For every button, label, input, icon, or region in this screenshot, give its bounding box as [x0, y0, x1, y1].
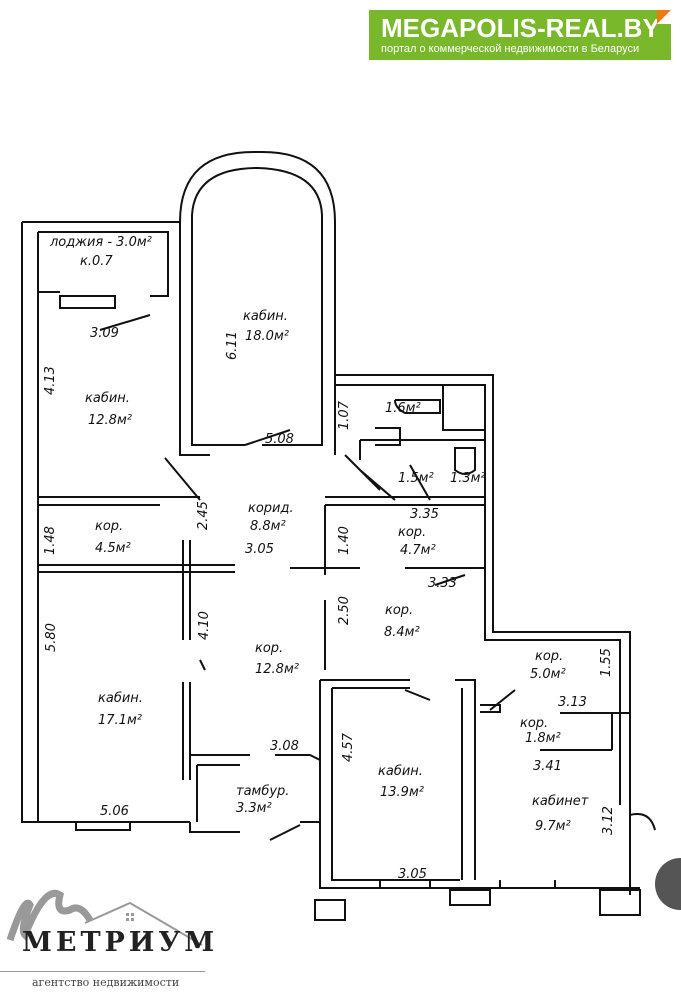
banner-title: MEGAPOLIS-REAL.BY	[381, 13, 660, 43]
wc-area-2: 1.5м²	[398, 471, 434, 486]
dim: 3.09	[90, 326, 119, 341]
room-label-cor-12-8: кор.	[255, 641, 283, 656]
dim: 3.13	[558, 695, 587, 710]
dim: 1.55	[599, 648, 614, 677]
banner-subtitle: портал о коммерческой недвижимости в Бел…	[381, 43, 640, 55]
room-label-cor-8-4: кор.	[385, 603, 413, 618]
room-area-cabinet-18: 18.0м²	[245, 329, 289, 344]
room-label-cabinet-17: кабин.	[98, 691, 143, 706]
room-area-cor-1-8: 1.8м²	[525, 731, 561, 746]
room-area-tambour: 3.3м²	[236, 801, 272, 816]
room-area-cor-5: 5.0м²	[530, 667, 566, 682]
room-area-cor-4-5: 4.5м²	[95, 541, 131, 556]
dim: 1.07	[337, 400, 352, 430]
dim: 3.33	[428, 576, 457, 591]
dim: 4.13	[43, 366, 58, 395]
dim: 2.50	[337, 596, 352, 625]
dim: 3.35	[410, 507, 439, 522]
room-label-cabinet-9: кабинет	[532, 794, 589, 809]
dim: 3.05	[245, 542, 274, 557]
wc-area-1: 1.6м²	[385, 401, 421, 416]
room-area-cabinet-17: 17.1м²	[98, 713, 142, 728]
logo-divider	[0, 971, 205, 972]
dim: 3.05	[398, 867, 427, 882]
banner-corner-icon	[657, 10, 671, 24]
dim: 5.06	[100, 804, 129, 819]
walls	[21, 150, 656, 921]
room-area-cabinet-9: 9.7м²	[535, 819, 571, 834]
room-area-cor-4-7: 4.7м²	[400, 543, 436, 558]
dim: 3.41	[533, 759, 562, 774]
room-label-cabinet-12: кабин.	[85, 391, 130, 406]
room-area-cor-12-8: 12.8м²	[255, 662, 299, 677]
room-label-corridor: корид.	[248, 501, 294, 516]
dim: 1.40	[337, 526, 352, 555]
dim: 2.45	[196, 501, 211, 530]
room-area-cor-8-4: 8.4м²	[384, 625, 420, 640]
megapolis-banner[interactable]: MEGAPOLIS-REAL.BY портал о коммерческой …	[369, 10, 671, 60]
dim: 4.57	[341, 732, 356, 762]
room-label-cor-4-7: кор.	[398, 525, 426, 540]
dim: 6.11	[225, 331, 240, 360]
room-label-cor-4-5: кор.	[95, 519, 123, 534]
room-label-cabinet-13: кабин.	[378, 764, 423, 779]
dim: 1.48	[43, 526, 58, 555]
room-area-cabinet-13: 13.9м²	[380, 785, 424, 800]
room-label-cabinet-18: кабин.	[243, 309, 288, 324]
dim: 3.12	[601, 806, 616, 835]
room-label-cor-1-8: кор.	[520, 716, 548, 731]
room-label-cor-5: кор.	[535, 649, 563, 664]
room-label-loggia: лоджия - 3.0м²	[49, 235, 152, 250]
metrium-logo: МЕТРИУМ агентство недвижимости	[0, 875, 260, 1005]
dim: 5.08	[265, 432, 294, 447]
dim: 4.10	[197, 611, 212, 640]
dim: 5.80	[44, 623, 59, 652]
wc-area-3: 1.3м²	[450, 471, 486, 486]
logo-subtitle: агентство недвижимости	[32, 976, 180, 989]
dimension-labels: 3.09 6.11 4.13 5.08 1.07 2.45 1.48 3.05 …	[43, 326, 616, 882]
dim: 3.08	[270, 739, 299, 754]
logo-name: МЕТРИУМ	[22, 927, 219, 958]
room-area-corridor: 8.8м²	[250, 519, 286, 534]
room-labels: лоджия - 3.0м² к.0.7 кабин. 18.0м² кабин…	[49, 235, 589, 834]
room-label-loggia-sub: к.0.7	[80, 254, 113, 269]
room-area-cabinet-12: 12.8м²	[88, 413, 132, 428]
room-label-tambour: тамбур.	[236, 784, 289, 799]
logo-roof-icon	[6, 890, 203, 946]
